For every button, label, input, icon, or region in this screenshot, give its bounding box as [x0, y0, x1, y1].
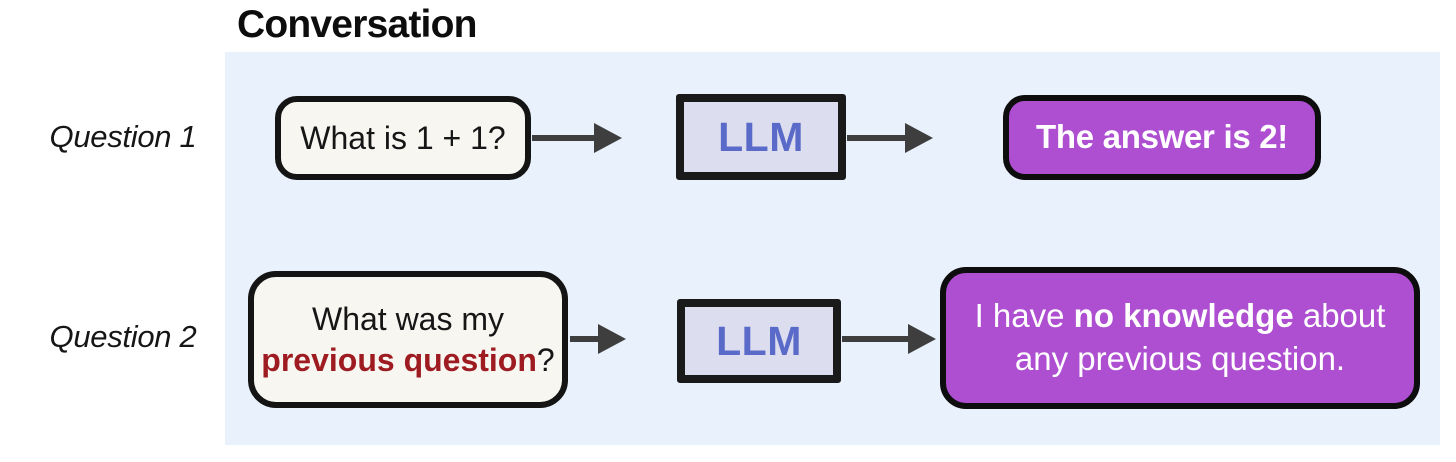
llm-label: LLM: [716, 317, 802, 364]
question-2-line-1: What was my: [311, 300, 505, 337]
question-2-box: What was my previous question?: [248, 271, 568, 408]
arrow-right-icon: [847, 123, 933, 153]
question-2-label: Question 2: [49, 319, 197, 354]
question-1-text: What is 1 + 1?: [300, 119, 506, 156]
llm-box-2: LLM: [677, 299, 841, 383]
question-1-label: Question 1: [49, 119, 197, 154]
question-2-suffix: ?: [536, 341, 555, 378]
arrow-right-icon: [532, 123, 622, 153]
answer-2-pre: I have: [974, 297, 1074, 335]
answer-1-box: The answer is 2!: [1003, 95, 1321, 180]
answer-2-box: I have no knowledge about any previous q…: [940, 267, 1420, 409]
question-2-highlight: previous question: [261, 341, 537, 378]
answer-2-bold: no knowledge: [1073, 297, 1294, 335]
llm-box-1: LLM: [676, 94, 846, 180]
arrow-right-icon: [842, 324, 936, 354]
answer-2-text: I have no knowledge about any previous q…: [946, 295, 1414, 381]
question-1-box: What is 1 + 1?: [275, 96, 531, 180]
answer-2-post: about any previous question.: [1014, 297, 1386, 377]
llm-label: LLM: [718, 113, 804, 160]
arrow-right-icon: [570, 324, 626, 354]
question-2-line-2: previous question?: [261, 340, 554, 381]
answer-1-text: The answer is 2!: [1036, 118, 1288, 156]
diagram-title: Conversation: [237, 3, 477, 46]
